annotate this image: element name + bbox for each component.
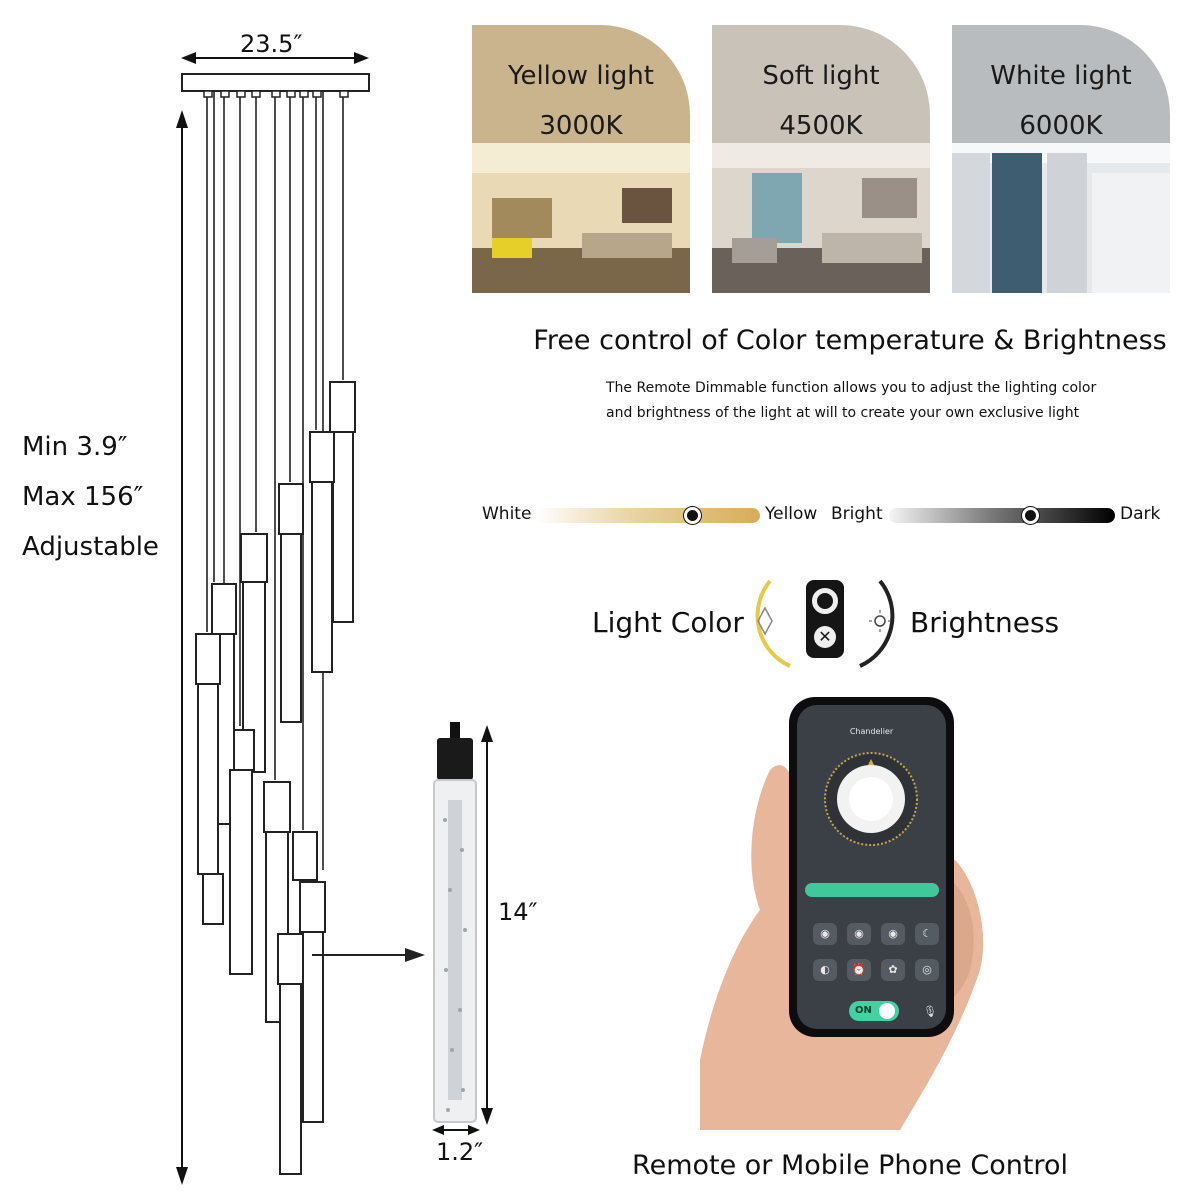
light-color-label: Light Color (592, 606, 744, 639)
sun-icon (869, 610, 891, 632)
moon-icon[interactable]: ☾ (915, 923, 939, 945)
remote-control-icon: ✕ (806, 580, 844, 658)
color-slider-right-label: Yellow (765, 504, 818, 524)
min-height-label: Min 3.9″ (22, 432, 128, 462)
temp-card-yellow: Yellow light 3000K (472, 25, 690, 293)
temp-name-white: White light (990, 61, 1132, 91)
brightness-slider-track[interactable] (889, 508, 1115, 523)
color-slider-left-label: White (482, 504, 532, 524)
app-mode-button-1[interactable]: ◉ (813, 923, 837, 945)
chandelier-drawing (176, 52, 493, 1185)
power-toggle-label: ON (855, 1005, 872, 1016)
temp-card-soft: Soft light 4500K (712, 25, 930, 293)
description-line-1: The Remote Dimmable function allows you … (606, 380, 1097, 396)
mic-icon[interactable]: 🎙 (923, 1005, 937, 1018)
temp-kelvin-white: 6000K (1019, 111, 1103, 141)
description-line-2: and brightness of the light at will to c… (606, 405, 1080, 421)
app-title: Chandelier (849, 727, 894, 736)
temp-name-soft: Soft light (762, 61, 880, 91)
phone-screen: Chandelier ◉ ◉ ◉ ☾ ◐ ⏰ ✿ ◎ ON 🎙 (797, 705, 946, 1029)
room-photo-soft (712, 143, 930, 293)
temp-card-white: White light 6000K (952, 25, 1170, 293)
temp-name-yellow: Yellow light (508, 61, 654, 91)
diamond-icon (757, 606, 773, 636)
power-toggle[interactable]: ON (849, 1001, 899, 1021)
color-slider-knob[interactable] (683, 507, 701, 524)
max-height-label: Max 156″ (22, 482, 144, 512)
room-photo-yellow (472, 143, 690, 293)
brightness-slider-knob[interactable] (1022, 507, 1040, 524)
alarm-icon[interactable]: ⏰ (847, 959, 871, 981)
headline: Free control of Color temperature & Brig… (533, 325, 1167, 356)
remote-control-graphic (755, 579, 895, 668)
chandelier-diagram: 23.5″ Min 3.9″ Max 156″ Adjustable 14″ 1… (0, 0, 560, 1200)
width-dimension-label: 23.5″ (240, 30, 303, 58)
color-dial[interactable] (821, 749, 921, 849)
app-mode-button-7[interactable]: ✿ (881, 959, 905, 981)
caption: Remote or Mobile Phone Control (632, 1150, 1068, 1181)
temp-kelvin-yellow: 3000K (539, 111, 623, 141)
room-photo-white (952, 143, 1170, 293)
adjustable-label: Adjustable (22, 532, 159, 562)
app-mode-button-5[interactable]: ◐ (813, 959, 837, 981)
smartphone: Chandelier ◉ ◉ ◉ ☾ ◐ ⏰ ✿ ◎ ON 🎙 (789, 697, 954, 1037)
brightness-slider-right-label: Dark (1120, 504, 1161, 524)
tube-length-label: 14″ (498, 898, 538, 926)
temp-kelvin-soft: 4500K (779, 111, 863, 141)
brightness-bar[interactable] (805, 883, 939, 897)
brightness-slider-left-label: Bright (831, 504, 883, 524)
color-slider-track[interactable] (536, 508, 760, 523)
app-mode-button-3[interactable]: ◉ (881, 923, 905, 945)
tube-diameter-label: 1.2″ (436, 1138, 484, 1166)
brightness-label: Brightness (910, 606, 1060, 639)
app-mode-button-2[interactable]: ◉ (847, 923, 871, 945)
app-mode-button-8[interactable]: ◎ (915, 959, 939, 981)
